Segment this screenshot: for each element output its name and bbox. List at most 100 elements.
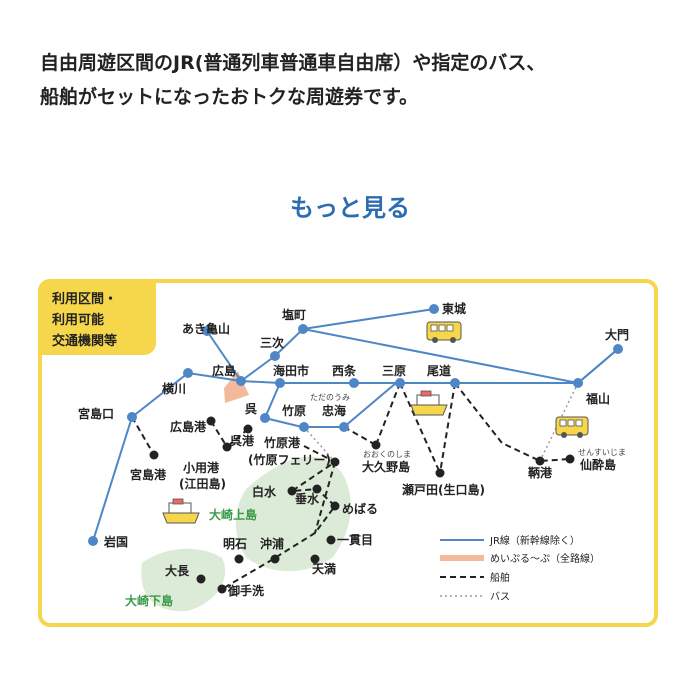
station-label-hiroshima: 広島 (212, 363, 236, 378)
ruby-tadanoumi: ただのうみ (310, 393, 350, 402)
port-label-tenma: 天満 (312, 561, 336, 576)
station-label-onomichi: 尾道 (427, 363, 451, 378)
port-dot-tenma (310, 554, 320, 564)
station-dot-kaitaichi (275, 378, 285, 388)
port-dot-sensuijima (565, 454, 575, 464)
port-dot-takehara (330, 457, 340, 467)
port-dot-mitarai (217, 584, 227, 594)
ship-icon-west (162, 498, 200, 524)
bus-icon (426, 321, 462, 343)
port-label-etajima: (江田島) (179, 476, 226, 491)
station-dot-fukuyama (573, 378, 583, 388)
station-label-fukuyama: 福山 (585, 391, 610, 406)
station-dot-mihara (395, 378, 405, 388)
port-dot-tarumi (312, 484, 322, 494)
legend-meipuru-label: めいぷる〜ぷ（全路線） (490, 552, 600, 565)
legend: JR線（新幹線除く） めいぷる〜ぷ（全路線） 船舶 バス (440, 534, 600, 603)
station-label-shiomachi: 塩町 (282, 307, 306, 322)
more-link[interactable]: もっと見る (290, 194, 410, 222)
ruby-sensuijima: せんすいじま (578, 448, 626, 457)
port-dots (149, 416, 575, 594)
island-label-osakikamijima: 大崎上島 (209, 507, 257, 522)
ship-icon (410, 390, 448, 416)
port-label-okunoshima: 大久野島 (362, 459, 410, 474)
intro-line-1: 自由周遊区間のJR(普通列車普通車自由席）や指定のバス、 (40, 52, 546, 74)
ferry-takehara-osaki (314, 461, 336, 534)
port-label-hiroshima: 広島港 (170, 419, 207, 434)
map-label-line-2: 利用可能 (52, 313, 105, 328)
port-label-takehara-ferry: (竹原フェリー) (248, 452, 331, 467)
route-map-svg: 東城 塩町 三次 あき亀山 大門 福山 尾道 三原 西条 海田市 広島 横川 宮… (78, 301, 629, 612)
station-label-kure: 呉 (245, 401, 257, 416)
ferry-onomichi-setoda (439, 382, 456, 474)
jr-geibi-line-upper (302, 308, 435, 330)
station-dot-iwakuni (88, 536, 98, 546)
map-label-tag: 利用区間・ 利用可能 交通機関等 (42, 283, 156, 355)
port-label-tomo: 鞆港 (528, 465, 553, 480)
ferry-mihara-setoda (399, 382, 441, 474)
port-label-akashi: 明石 (223, 537, 247, 551)
station-dot-miyoshi (270, 351, 280, 361)
station-label-mihara: 三原 (382, 364, 406, 378)
port-dot-okiura (270, 554, 280, 564)
station-dot-miyajimaguchi (127, 412, 137, 422)
meipuru-loop-route (224, 371, 249, 403)
station-label-tojo: 東城 (442, 301, 466, 316)
island-osakishimojima (141, 548, 226, 612)
station-label-takehara: 竹原 (281, 403, 306, 418)
port-label-kure: 呉港 (230, 433, 255, 448)
legend-ferry-label: 船舶 (490, 571, 510, 584)
station-label-akikameyama: あき亀山 (182, 321, 230, 336)
port-dot-akashi (234, 554, 244, 564)
island-osakikamijima (235, 456, 351, 572)
port-label-ocho: 大長 (165, 563, 190, 578)
port-label-miyajima: 宮島港 (130, 467, 167, 482)
station-label-yokogawa: 横川 (162, 381, 186, 396)
station-dot-saijo (349, 378, 359, 388)
map-label-line-1: 利用区間・ (52, 292, 118, 307)
ferry-hiroshima-koyo (210, 420, 228, 448)
route-map: 東城 塩町 三次 あき亀山 大門 福山 尾道 三原 西条 海田市 広島 横川 宮… (38, 279, 658, 627)
station-label-miyoshi: 三次 (260, 335, 284, 350)
station-dot-kure (260, 413, 270, 423)
port-dot-ikkanme (326, 535, 336, 545)
station-label-daimon: 大門 (605, 327, 629, 342)
port-dot-tomo (535, 456, 545, 466)
station-label-kaitaichi: 海田市 (273, 363, 309, 378)
port-label-koyo: 小用港 (183, 460, 220, 475)
ferry-miyajima (131, 416, 155, 456)
station-dot-onomichi (450, 378, 460, 388)
port-label-mitarai: 御手洗 (227, 583, 264, 598)
port-label-setoda: 瀬戸田(生口島) (401, 482, 485, 497)
port-dot-setoda (435, 468, 445, 478)
ruby-okunoshima: おおくのしま (363, 450, 411, 459)
bus-icon-tomo (555, 416, 589, 438)
legend-jr-label: JR線（新幹線除く） (489, 534, 580, 547)
port-dot-shiromizu (287, 486, 297, 496)
jr-sanyo-line-iwakuni (92, 416, 133, 542)
port-dot-mebaru (330, 501, 340, 511)
island-label-osakishimojima: 大崎下島 (125, 593, 173, 608)
ferry-onomichi-tomo (454, 382, 571, 463)
legend-meipuru-swatch (440, 555, 484, 561)
intro-text: 自由周遊区間のJR(普通列車普通車自由席）や指定のバス、 船舶がセットになったお… (40, 46, 680, 114)
station-label-miyajimaguchi: 宮島口 (78, 406, 114, 421)
ferry-routes (131, 382, 571, 590)
map-label-line-3: 交通機関等 (52, 334, 118, 349)
legend-bus-label: バス (490, 591, 510, 603)
station-dot-daimon (613, 344, 623, 354)
station-dot-shiomachi (298, 324, 308, 334)
jr-station-dots (88, 304, 623, 546)
station-dot-akikameyama (202, 326, 212, 336)
station-dot-takehara (299, 422, 309, 432)
port-dot-kure (243, 424, 253, 434)
port-label-tarumi: 垂水 (295, 491, 320, 506)
station-label-iwakuni: 岩国 (103, 534, 128, 549)
station-label-tadanoumi: 忠海 (322, 403, 346, 418)
port-label-shiromizu: 白水 (252, 484, 277, 499)
ferry-mihara-okunoshima (375, 382, 401, 446)
port-dot-ocho (196, 574, 206, 584)
port-label-mebaru: めばる (342, 501, 378, 516)
ferry-kure-koyo (226, 428, 249, 448)
port-dot-miyajima (149, 450, 159, 460)
